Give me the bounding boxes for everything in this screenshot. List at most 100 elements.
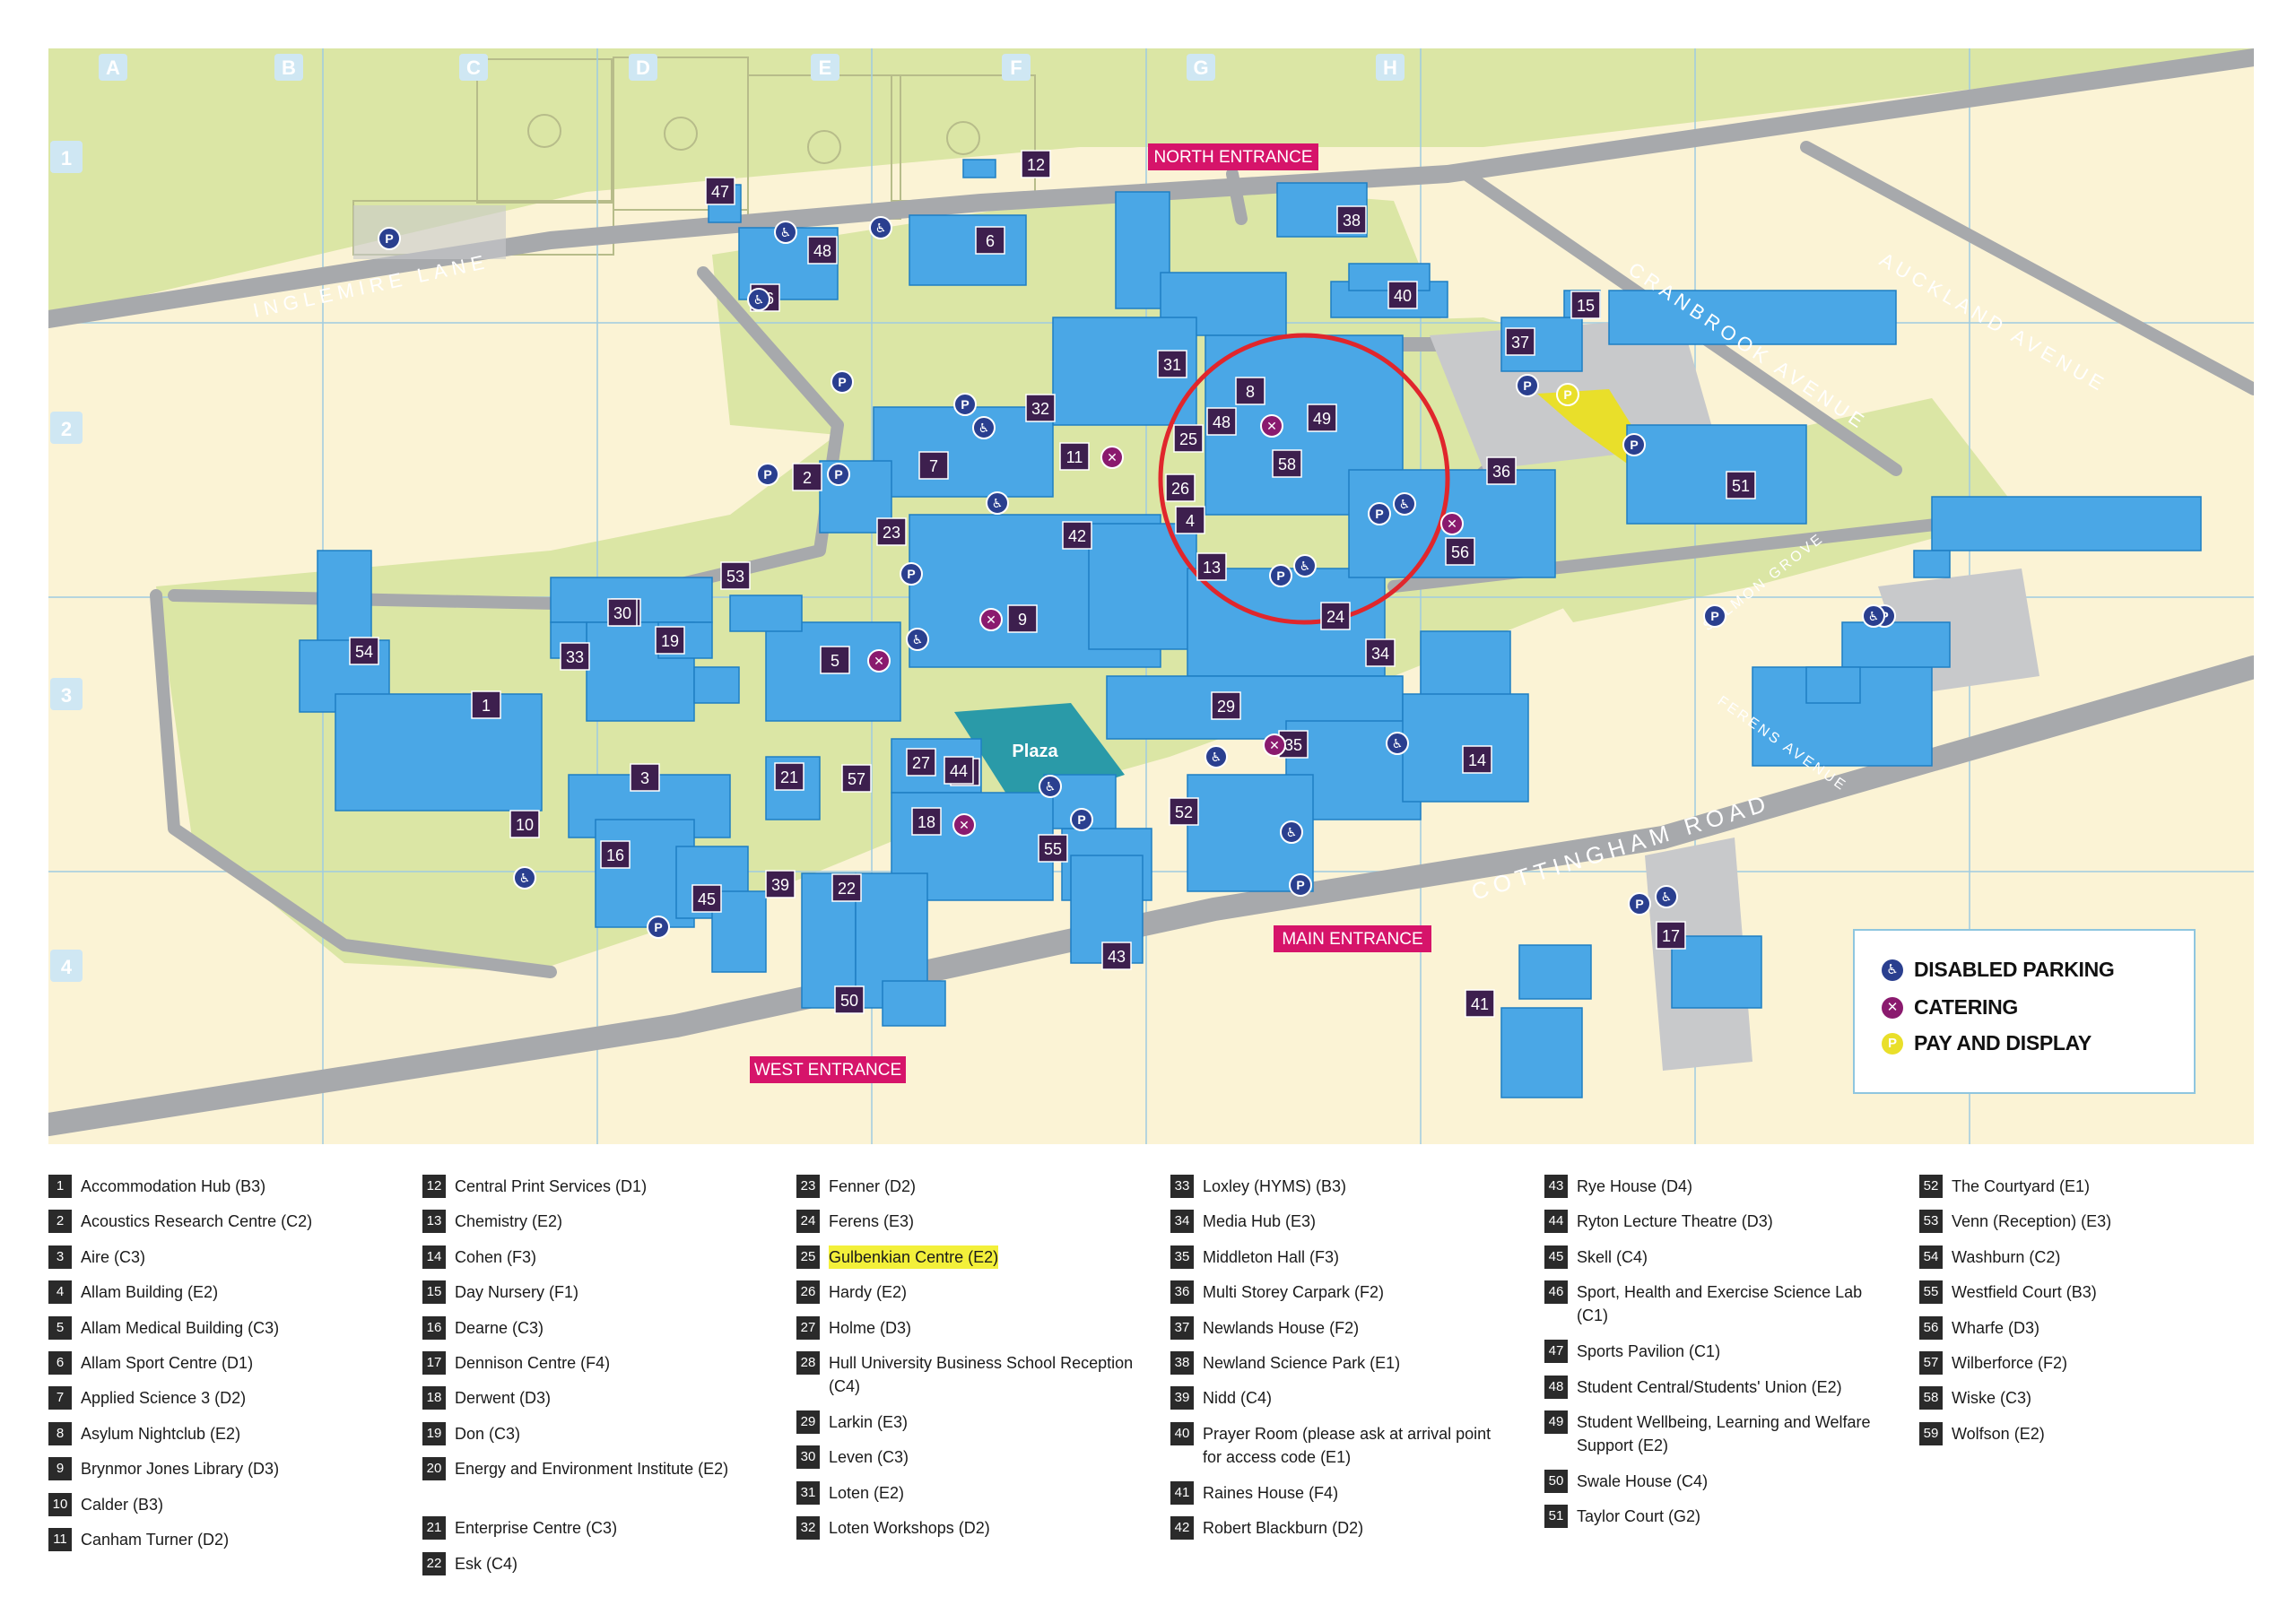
map-label-13[interactable]: 13 <box>1196 552 1227 581</box>
map-label-44[interactable]: 44 <box>944 756 974 785</box>
map-label-7[interactable]: 7 <box>918 451 949 480</box>
map-label-3[interactable]: 3 <box>630 763 660 792</box>
map-label-19[interactable]: 19 <box>655 626 685 655</box>
map-label-49[interactable]: 49 <box>1307 404 1337 432</box>
map-label-48[interactable]: 48 <box>807 236 838 265</box>
map-label-5[interactable]: 5 <box>820 646 850 674</box>
map-label-42[interactable]: 42 <box>1062 521 1092 550</box>
map-label-39[interactable]: 39 <box>765 870 796 898</box>
map-label-31[interactable]: 31 <box>1157 350 1187 378</box>
map-label-25[interactable]: 25 <box>1173 424 1204 453</box>
main-entrance[interactable]: MAIN ENTRANCE <box>1274 925 1431 952</box>
map-label-22[interactable]: 22 <box>831 873 862 902</box>
map-label-38[interactable]: 38 <box>1336 205 1367 234</box>
map-label-53[interactable]: 53 <box>720 561 751 590</box>
map-label-43[interactable]: 43 <box>1101 942 1132 970</box>
map-label-57[interactable]: 57 <box>841 764 872 793</box>
map-label-41[interactable]: 41 <box>1465 989 1495 1018</box>
map-label-32[interactable]: 32 <box>1025 394 1056 422</box>
map-label-33[interactable]: 33 <box>560 642 590 671</box>
map-label-47[interactable]: 47 <box>705 177 735 205</box>
map-label-26[interactable]: 26 <box>1165 473 1196 502</box>
west-entrance[interactable]: WEST ENTRANCE <box>750 1056 906 1083</box>
map-label-21[interactable]: 21 <box>774 762 804 791</box>
map-label-37[interactable]: 37 <box>1505 327 1535 356</box>
map-label-36[interactable]: 36 <box>1486 456 1517 485</box>
map-label-15[interactable]: 15 <box>1570 291 1601 319</box>
map-label-48[interactable]: 48 <box>1206 407 1237 436</box>
map-label-4[interactable]: 4 <box>1175 506 1205 534</box>
map-label-24[interactable]: 24 <box>1320 602 1351 630</box>
map-label-18[interactable]: 18 <box>911 807 942 836</box>
map-label-12[interactable]: 12 <box>1021 150 1051 178</box>
map-label-16[interactable]: 16 <box>600 840 631 869</box>
map-label-1[interactable]: 1 <box>471 690 501 719</box>
map-label-58[interactable]: 58 <box>1272 449 1302 478</box>
map-label-10[interactable]: 10 <box>509 810 540 838</box>
map-label-50[interactable]: 50 <box>834 985 865 1014</box>
map-label-11[interactable]: 11 <box>1059 442 1090 471</box>
map-label-23[interactable]: 23 <box>876 517 907 546</box>
campus-map[interactable]: Plaza <box>48 48 2254 1144</box>
map-label-17[interactable]: 17 <box>1656 921 1686 950</box>
map-label-54[interactable]: 54 <box>349 637 379 665</box>
map-label-45[interactable]: 45 <box>691 884 722 913</box>
map-label-29[interactable]: 29 <box>1211 691 1241 720</box>
map-label-14[interactable]: 14 <box>1462 745 1492 774</box>
map-label-55[interactable]: 55 <box>1038 834 1068 863</box>
map-label-56[interactable]: 56 <box>1445 537 1475 566</box>
map-label-2[interactable]: 2 <box>792 463 822 491</box>
map-label-30[interactable]: 30 <box>607 598 638 627</box>
map-label-27[interactable]: 27 <box>906 748 936 777</box>
map-label-52[interactable]: 52 <box>1169 797 1199 826</box>
north-entrance[interactable]: NORTH ENTRANCE <box>1148 143 1318 170</box>
